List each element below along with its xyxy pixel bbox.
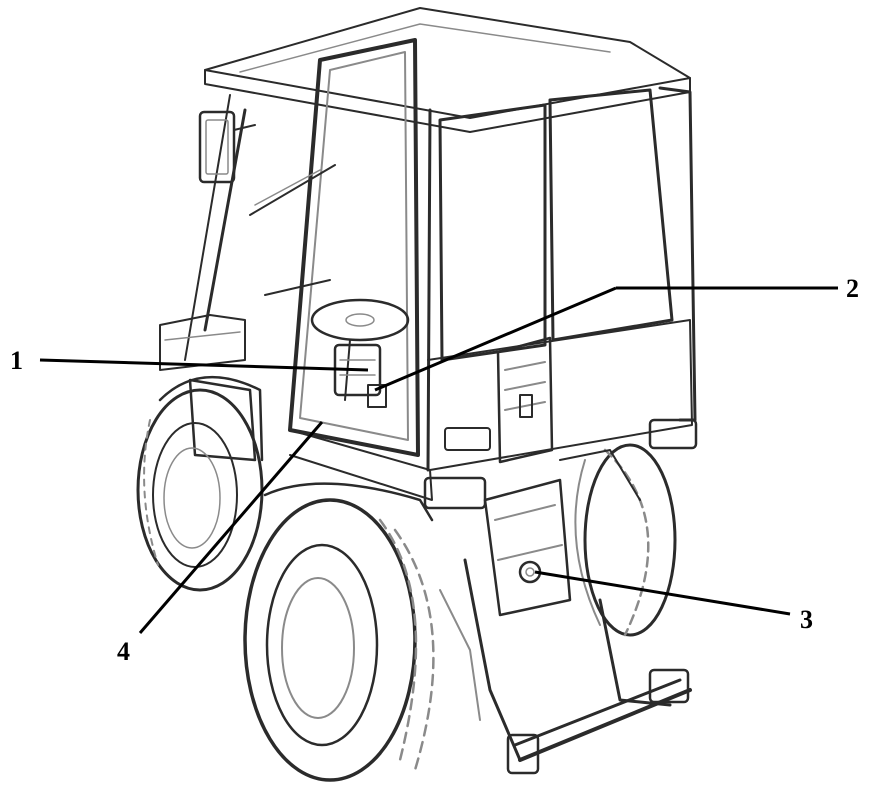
rear-panel: [496, 336, 554, 464]
rear-left-wheel: [243, 482, 435, 782]
callout-label-2: 2: [846, 274, 859, 303]
callout-labels: 1 2 3 4: [10, 274, 859, 666]
tail-lights: [423, 418, 698, 510]
leader-line-1: [39, 358, 369, 372]
drivetrain-housing: [483, 449, 641, 617]
callout-label-1: 1: [10, 346, 23, 375]
cab-roof: [204, 7, 691, 133]
three-point-hitch: [439, 558, 692, 775]
leader-line-2-diagonal: [374, 286, 617, 392]
cab-interior: [249, 164, 410, 408]
cab-frame: [184, 38, 697, 501]
front-wheel: [136, 375, 264, 592]
callout-label-3: 3: [800, 605, 813, 634]
leader-lines: [39, 286, 838, 634]
leader-line-3: [534, 570, 791, 616]
callout-label-4: 4: [117, 637, 130, 666]
tractor-illustration: [136, 7, 698, 782]
leader-line-4: [138, 421, 324, 634]
side-mirror: [198, 110, 256, 184]
